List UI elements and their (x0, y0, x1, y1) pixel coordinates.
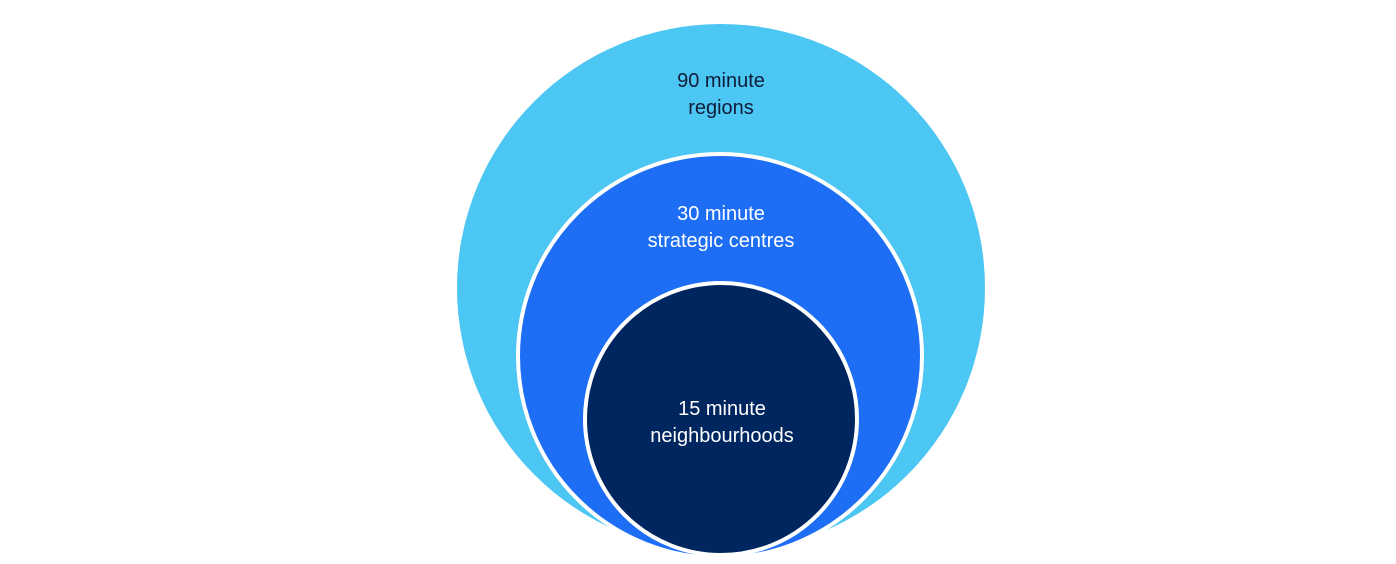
outer-ring-label: 90 minute regions (677, 68, 765, 122)
inner-circle-15-minute-neighbourhoods (583, 281, 859, 557)
outer-ring-label-line-1: 90 minute (677, 70, 765, 92)
inner-ring-label-line-2: neighbourhoods (650, 425, 794, 447)
middle-ring-label: 30 minute strategic centres (648, 201, 795, 255)
inner-ring-label-line-1: 15 minute (678, 398, 766, 420)
inner-ring-label: 15 minute neighbourhoods (650, 396, 793, 450)
outer-ring-label-line-2: regions (688, 97, 754, 119)
middle-ring-label-line-2: strategic centres (647, 230, 795, 252)
middle-ring-label-line-1: 30 minute (677, 203, 765, 225)
